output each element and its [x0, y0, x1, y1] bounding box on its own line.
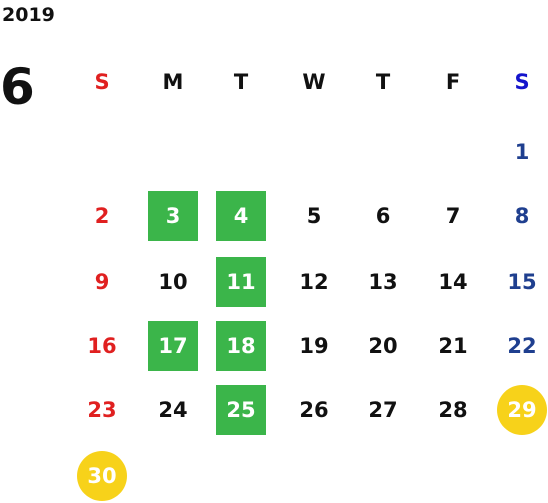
calendar-day-25[interactable]: 25 [216, 385, 266, 435]
calendar-day-19[interactable]: 19 [299, 334, 329, 358]
weekday-header-0: S [94, 70, 110, 94]
weekday-header-3: W [302, 70, 326, 94]
month-number: 6 [0, 58, 35, 116]
weekday-header-5: F [445, 70, 461, 94]
calendar-day-24[interactable]: 24 [158, 398, 188, 422]
calendar-day-28[interactable]: 28 [438, 398, 468, 422]
calendar-day-16[interactable]: 16 [87, 334, 117, 358]
calendar-day-9[interactable]: 9 [94, 270, 110, 294]
weekday-header-1: M [162, 70, 184, 94]
calendar-day-29[interactable]: 29 [497, 385, 547, 435]
calendar-day-3[interactable]: 3 [148, 191, 198, 241]
calendar-day-20[interactable]: 20 [368, 334, 398, 358]
calendar-day-26[interactable]: 26 [299, 398, 329, 422]
calendar-day-4[interactable]: 4 [216, 191, 266, 241]
calendar-day-30[interactable]: 30 [77, 451, 127, 501]
year-label: 2019 [2, 4, 55, 26]
calendar-day-7[interactable]: 7 [445, 204, 461, 228]
calendar-day-27[interactable]: 27 [368, 398, 398, 422]
calendar-day-1[interactable]: 1 [514, 140, 530, 164]
calendar-day-23[interactable]: 23 [87, 398, 117, 422]
calendar-day-18[interactable]: 18 [216, 321, 266, 371]
calendar-day-10[interactable]: 10 [158, 270, 188, 294]
weekday-header-2: T [233, 70, 249, 94]
calendar-day-13[interactable]: 13 [368, 270, 398, 294]
calendar-day-8[interactable]: 8 [514, 204, 530, 228]
calendar-day-2[interactable]: 2 [94, 204, 110, 228]
calendar-day-21[interactable]: 21 [438, 334, 468, 358]
calendar-day-12[interactable]: 12 [299, 270, 329, 294]
calendar-day-6[interactable]: 6 [375, 204, 391, 228]
calendar-day-17[interactable]: 17 [148, 321, 198, 371]
weekday-header-4: T [375, 70, 391, 94]
calendar-day-22[interactable]: 22 [507, 334, 537, 358]
calendar-day-5[interactable]: 5 [306, 204, 322, 228]
calendar-day-14[interactable]: 14 [438, 270, 468, 294]
weekday-header-6: S [514, 70, 530, 94]
calendar-day-11[interactable]: 11 [216, 257, 266, 307]
calendar-day-15[interactable]: 15 [507, 270, 537, 294]
